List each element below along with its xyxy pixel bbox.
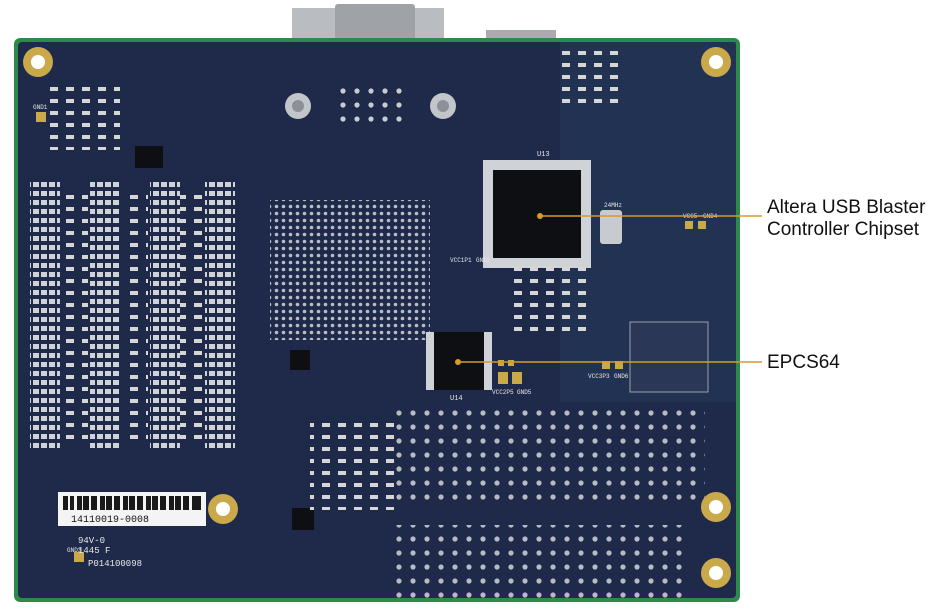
svg-text:VCC1P1: VCC1P1 — [450, 257, 472, 264]
svg-text:GND3: GND3 — [67, 547, 82, 554]
crystal — [600, 210, 622, 244]
svg-text:U14: U14 — [450, 395, 463, 403]
mounting-holes — [23, 47, 731, 588]
usb-blaster-callout: Altera USB Blaster Controller Chipset — [767, 197, 925, 241]
usb-blaster-callout-line1: Altera USB Blaster — [767, 197, 926, 218]
u13-usb-blaster-chip — [483, 160, 591, 268]
usb-blaster-callout-line2: Controller Chipset — [767, 219, 920, 240]
epcs64-callout: EPCS64 — [767, 352, 840, 373]
barcode-label: 14110019-0008 — [58, 492, 206, 526]
gpio-header-pins — [30, 180, 235, 450]
svg-text:1445 F: 1445 F — [78, 546, 110, 556]
u14-epcs-chip — [426, 332, 492, 390]
svg-text:P014100098: P014100098 — [88, 559, 142, 569]
svg-text:24MHz: 24MHz — [604, 202, 622, 209]
svg-text:GND2: GND2 — [476, 257, 491, 264]
svg-text:14110019-0008: 14110019-0008 — [71, 515, 149, 526]
svg-text:GND1: GND1 — [33, 104, 48, 111]
svg-text:VCC2P5: VCC2P5 — [492, 389, 514, 396]
bga-footprint — [270, 200, 430, 340]
svg-text:VCC3P3: VCC3P3 — [588, 373, 610, 380]
svg-text:GND6: GND6 — [614, 373, 629, 380]
callout-leader-lines — [458, 215, 762, 363]
svg-text:94V-0: 94V-0 — [78, 536, 105, 546]
svg-text:U13: U13 — [537, 151, 550, 159]
svg-text:GND5: GND5 — [517, 389, 532, 396]
